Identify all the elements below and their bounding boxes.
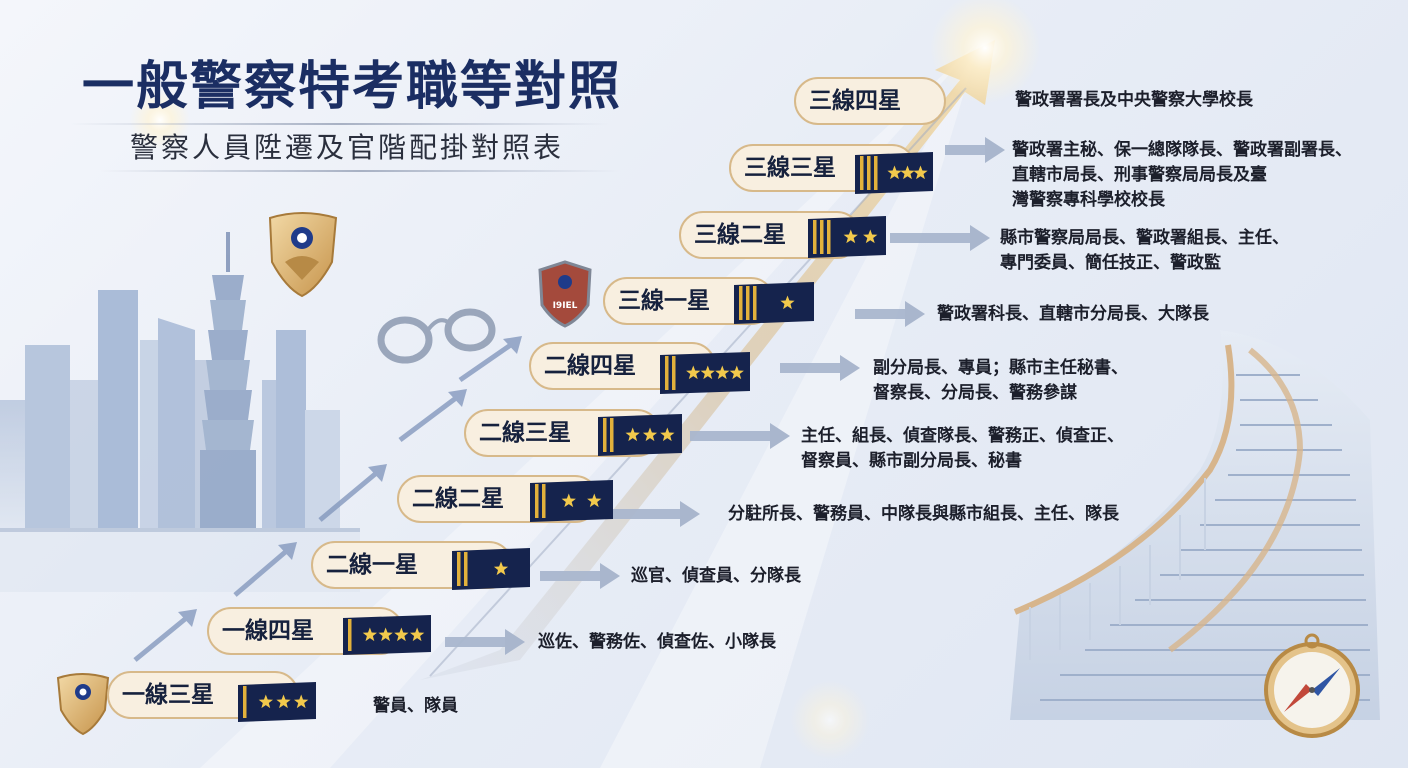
position-description: 副分局長、專員；縣市主任秘書、 督察長、分局長、警務參謀 <box>873 358 1128 403</box>
rank-row <box>107 671 316 722</box>
position-description: 主任、組長、偵查隊長、警務正、偵查正、 督察員、縣市副分局長、秘書 <box>801 426 1124 471</box>
star-icon <box>625 427 640 442</box>
rank-label: 二線二星 <box>412 486 504 512</box>
rank-label: 二線一星 <box>326 552 418 578</box>
rank-row <box>794 77 946 125</box>
star-icon <box>913 165 928 180</box>
position-description: 巡佐、警務佐、偵查佐、小隊長 <box>538 632 776 652</box>
position-description: 警政署科長、直轄市分局長、大隊長 <box>937 304 1209 324</box>
position-description: 巡官、偵查員、分隊長 <box>631 566 801 586</box>
page-title: 一般警察特考職等對照 <box>82 57 623 117</box>
star-icon <box>700 365 715 380</box>
star-icon <box>362 627 377 642</box>
shoulder-board-insignia <box>808 216 886 258</box>
pointer-arrow-icon <box>540 563 620 589</box>
star-icon <box>780 295 795 310</box>
rank-row <box>529 342 860 394</box>
rank-label: 三線四星 <box>809 88 901 114</box>
pointer-arrow-icon <box>690 423 790 449</box>
star-icon <box>843 229 858 244</box>
star-icon <box>642 427 658 442</box>
position-description: 警員、隊員 <box>373 696 458 716</box>
position-description: 警政署主秘、保一總隊隊長、警政署副署長、 直轄市局長、刑事警察局局長及臺 灣警察… <box>1012 140 1352 210</box>
shoulder-board-insignia <box>238 682 316 722</box>
pointer-arrow-icon <box>445 629 525 655</box>
rank-row <box>679 211 990 259</box>
star-icon <box>660 427 675 442</box>
city-skyline-illustration <box>0 232 360 592</box>
rank-row <box>207 607 525 655</box>
position-description: 縣市警察局局長、警政署組長、主任、 專門委員、簡任技正、警政監 <box>1000 228 1289 273</box>
light-glow <box>130 90 190 150</box>
star-icon <box>258 694 273 709</box>
title-underline <box>70 123 610 125</box>
rank-label: 二線三星 <box>479 420 571 446</box>
pointer-arrow-icon <box>890 225 990 251</box>
page-subtitle: 警察人員陞遷及官階配掛對照表 <box>130 131 565 164</box>
rank-label: 一線四星 <box>222 618 314 644</box>
position-description: 分駐所長、警務員、中隊長與縣市組長、主任、隊長 <box>728 504 1119 524</box>
star-icon <box>276 694 291 709</box>
shoulder-board-insignia <box>452 548 530 590</box>
position-description: 警政署署長及中央警察大學校長 <box>1015 90 1253 110</box>
subtitle-underline <box>100 170 620 172</box>
star-icon <box>863 229 878 244</box>
shoulder-board-insignia <box>855 152 933 194</box>
star-icon <box>587 493 602 508</box>
rank-row <box>603 277 925 327</box>
rank-label: 二線四星 <box>544 353 636 379</box>
pointer-arrow-icon <box>945 137 1005 163</box>
shoulder-board-insignia <box>530 480 613 522</box>
pointer-arrow-icon <box>855 301 925 327</box>
rank-label: 三線二星 <box>694 222 786 248</box>
shoulder-board-insignia <box>343 615 431 655</box>
shield-emblem-text: I9IEL <box>553 301 578 311</box>
police-badge-icon <box>56 673 110 736</box>
rank-label: 三線三星 <box>744 155 836 181</box>
shoulder-board-insignia <box>598 414 682 456</box>
star-icon <box>900 165 915 180</box>
police-shield-icon: I9IEL <box>538 260 592 328</box>
star-icon <box>294 694 309 709</box>
star-icon <box>493 561 509 576</box>
shoulder-board-insignia <box>660 352 750 394</box>
star-icon <box>394 627 409 642</box>
pointer-arrow-icon <box>610 501 700 527</box>
shoulder-board-insignia <box>734 282 814 324</box>
star-icon <box>561 493 576 508</box>
star-icon <box>410 627 425 642</box>
star-icon <box>887 165 902 180</box>
light-glow <box>930 0 1040 103</box>
rank-plate <box>794 77 946 125</box>
rank-row <box>464 409 790 457</box>
rank-label: 三線一星 <box>618 288 710 314</box>
pointer-arrow-icon <box>780 355 860 381</box>
police-badge-icon <box>268 212 338 298</box>
rank-row <box>729 137 1005 194</box>
star-icon <box>378 627 393 642</box>
light-glow <box>790 680 870 760</box>
rank-row <box>397 475 700 527</box>
rank-label: 一線三星 <box>122 682 214 708</box>
taipei-101-tower <box>200 232 256 530</box>
star-icon <box>715 365 730 380</box>
rank-row <box>311 541 620 590</box>
compass-icon <box>1264 633 1360 738</box>
star-icon <box>729 365 744 380</box>
star-icon <box>686 365 701 380</box>
rising-arrows-decoration <box>133 336 522 662</box>
handcuffs-icon <box>377 308 496 364</box>
